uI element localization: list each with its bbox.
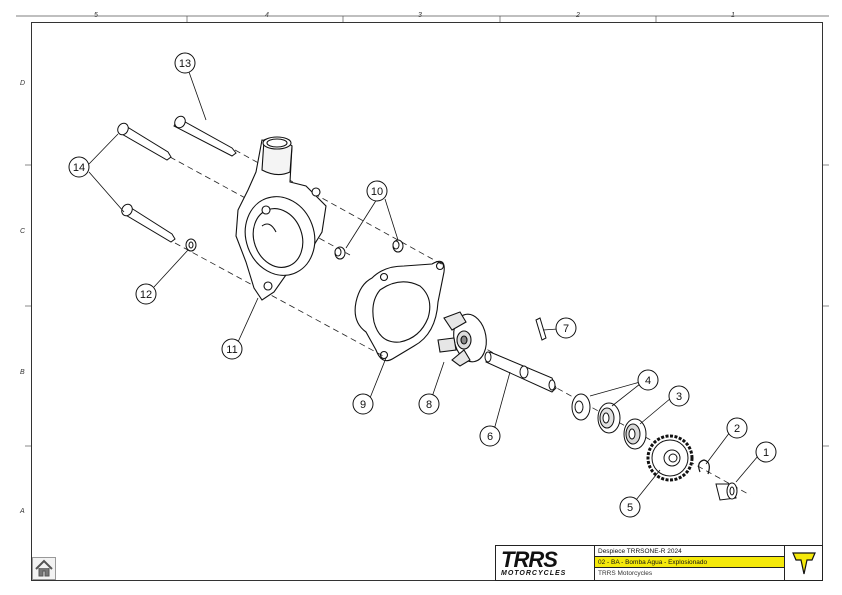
seals-4 (571, 393, 621, 434)
callout-2: 2 (726, 417, 748, 439)
callout-9: 9 (352, 393, 374, 415)
washer-12 (185, 238, 197, 252)
callout-label: 2 (734, 423, 740, 435)
callout-label: 6 (487, 431, 493, 443)
drawing-frame (31, 22, 823, 581)
callout-label: 11 (226, 344, 237, 356)
callout-6: 6 (479, 425, 501, 447)
callout-balloons: 13 14 12 11 10 9 8 7 6 4 3 2 1 5 (68, 52, 777, 518)
bolt-14-lower (121, 203, 176, 243)
nut-1 (715, 482, 738, 501)
callout-label: 3 (676, 391, 682, 403)
callout-label: 9 (360, 399, 366, 411)
title-line-3: TRRS Motorcycles (598, 570, 653, 577)
callout-4: 4 (637, 369, 659, 391)
callout-12: 12 (135, 283, 157, 305)
callout-label: 13 (179, 58, 191, 70)
callout-8: 8 (418, 393, 440, 415)
zone-column-label: 2 (576, 12, 580, 19)
callout-7: 7 (555, 317, 577, 339)
zone-column-label: 1 (731, 12, 735, 19)
zone-row-label: A (20, 508, 25, 515)
home-icon (35, 559, 53, 577)
zone-row-label: D (20, 80, 26, 87)
bolt-13 (173, 115, 237, 157)
zone-column-label: 5 (94, 12, 98, 19)
callout-13: 13 (174, 52, 196, 74)
leader-lines (88, 71, 759, 501)
callout-label: 8 (426, 399, 432, 411)
callout-10: 10 (366, 180, 388, 202)
gear-5 (646, 434, 694, 482)
dowel-pins-10 (334, 239, 404, 260)
bolt-14-upper (117, 122, 172, 161)
title-block: TRRS MOTORCYCLES Despiece TRRSONE-R 2024… (495, 545, 823, 581)
callout-label: 7 (563, 323, 569, 335)
callout-14: 14 (68, 156, 90, 178)
bearing-3 (623, 418, 647, 450)
title-line-2: 02 - BA - Bomba Agua - Explosionado (595, 557, 784, 568)
zone-row-label: B (20, 369, 25, 376)
callout-label: 5 (627, 502, 633, 514)
brand-emblem-icon (784, 546, 823, 580)
title-line-1: Despiece TRRSONE-R 2024 (595, 546, 784, 557)
brand-wordmark: TRRS (501, 547, 558, 572)
gasket-9 (354, 260, 445, 362)
callout-1: 1 (755, 441, 777, 463)
zone-ticks (16, 15, 829, 447)
callout-5: 5 (619, 496, 641, 518)
home-button[interactable] (32, 557, 56, 580)
callout-11: 11 (221, 338, 243, 360)
callout-3: 3 (668, 385, 690, 407)
callout-label: 10 (371, 186, 383, 198)
circlip-2 (698, 459, 710, 475)
callout-label: 12 (140, 289, 152, 301)
pin-7 (535, 317, 547, 341)
brand-logo: TRRS MOTORCYCLES (496, 546, 595, 580)
pump-cover-11 (235, 136, 327, 301)
zone-column-label: 3 (418, 12, 422, 19)
callout-label: 1 (763, 447, 769, 459)
callout-label: 14 (73, 162, 85, 174)
brand-subtitle: MOTORCYCLES (501, 570, 567, 577)
impeller-8 (437, 311, 487, 367)
pump-shaft-6 (484, 351, 557, 393)
callout-label: 4 (645, 375, 651, 387)
zone-column-label: 4 (265, 12, 269, 19)
zone-row-label: C (20, 228, 26, 235)
